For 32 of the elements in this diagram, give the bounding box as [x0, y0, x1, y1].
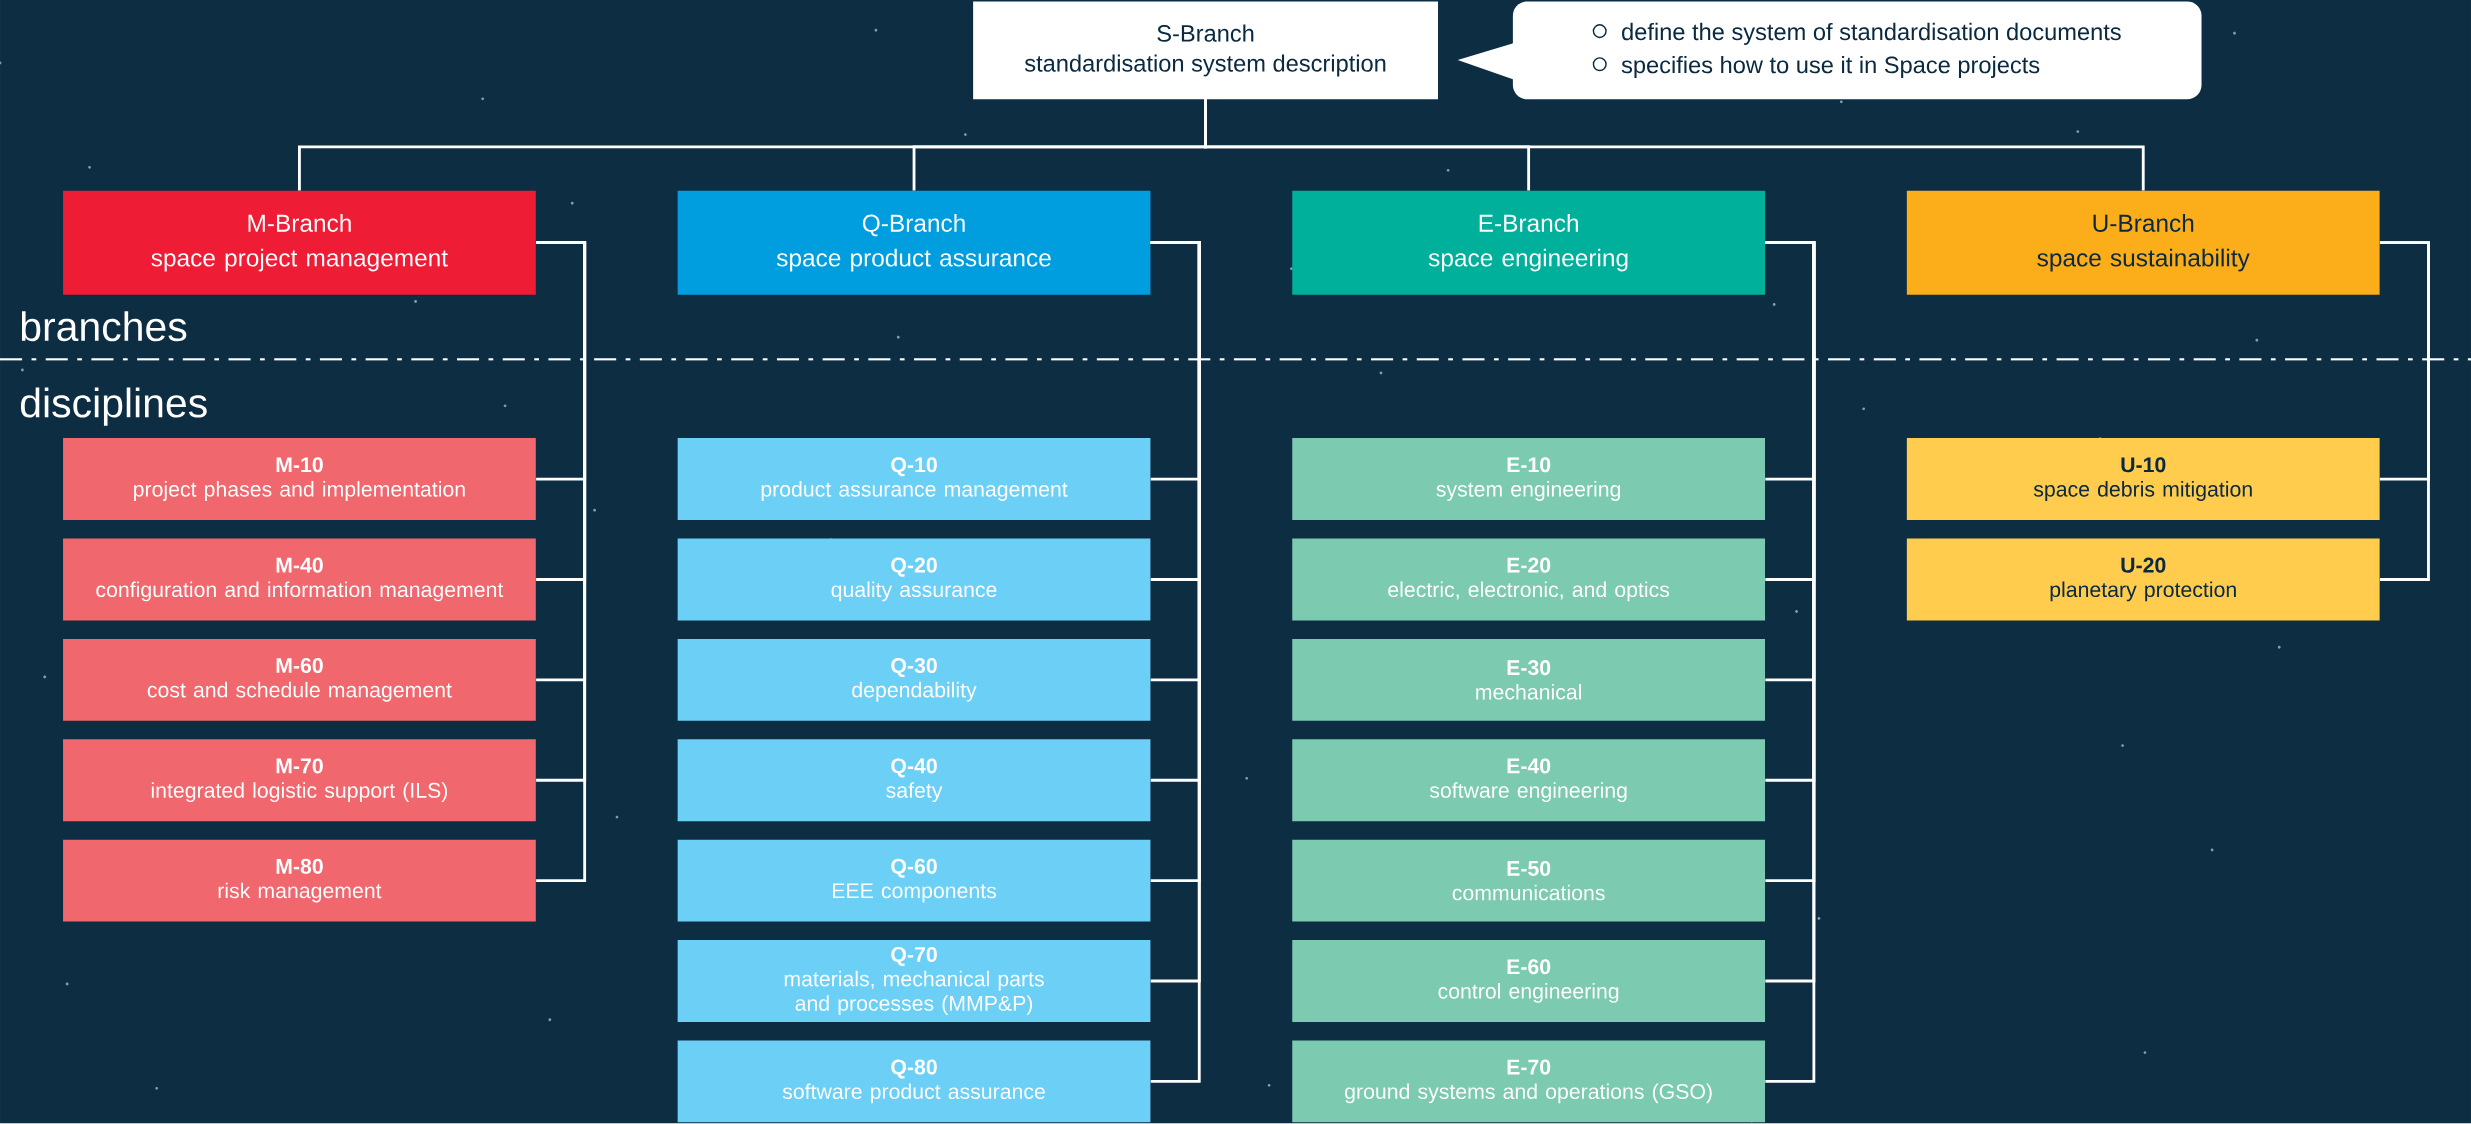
connector-line [2379, 241, 2430, 582]
discipline-box: E-30 mechanical [1292, 639, 1765, 721]
branch-box: M-Branch space project management [63, 190, 536, 295]
description-box: S-Branch standardisation system description [973, 1, 1438, 100]
discipline-box: U-20 planetary protection [1906, 538, 2380, 621]
discipline-box: M-40 configuration and information management [63, 538, 536, 621]
discipline-box: E-40 software engineering [1292, 739, 1765, 822]
discipline-box: E-60 control engineering [1292, 940, 1765, 1023]
connector-line [1204, 99, 2145, 191]
discipline-box: Q-60 EEE components [677, 839, 1151, 922]
discipline-box: Q-20 quality assurance [677, 538, 1151, 621]
discipline-box: Q-10 product assurance management [677, 438, 1151, 521]
discipline-box: E-20 electric, electronic, and optics [1292, 538, 1765, 621]
speech-bubble: define the system of standardisation documents specifies how to use it in Space projects [1457, 1, 2202, 100]
discipline-box: M-70 integrated logistic support (ILS) [63, 739, 536, 822]
section-label: branches [21, 311, 187, 342]
discipline-box: E-10 system engineering [1292, 438, 1765, 521]
discipline-box: U-10 space debris mitigation [1906, 438, 2380, 521]
discipline-box: Q-40 safety [677, 739, 1151, 822]
branch-box: E-Branch space engineering [1292, 190, 1765, 295]
section-label: disciplines [20, 387, 207, 426]
branch-box: U-Branch space sustainability [1906, 190, 2380, 295]
discipline-box: E-70 ground systems and operations (GSO) [1292, 1040, 1765, 1123]
discipline-box: Q-70 materials, mechanical parts and processes (MMP&P) [677, 940, 1151, 1023]
discipline-box: Q-80 software product assurance [677, 1040, 1151, 1123]
discipline-box: E-50 communications [1292, 839, 1765, 922]
branch-box: Q-Branch space product assurance [677, 190, 1151, 295]
discipline-box: M-80 risk management [63, 839, 536, 922]
discipline-box: M-10 project phases and implementation [63, 438, 536, 521]
discipline-box: M-60 cost and schedule management [63, 639, 536, 721]
connector-line [536, 241, 587, 883]
discipline-box: Q-30 dependability [677, 639, 1151, 721]
